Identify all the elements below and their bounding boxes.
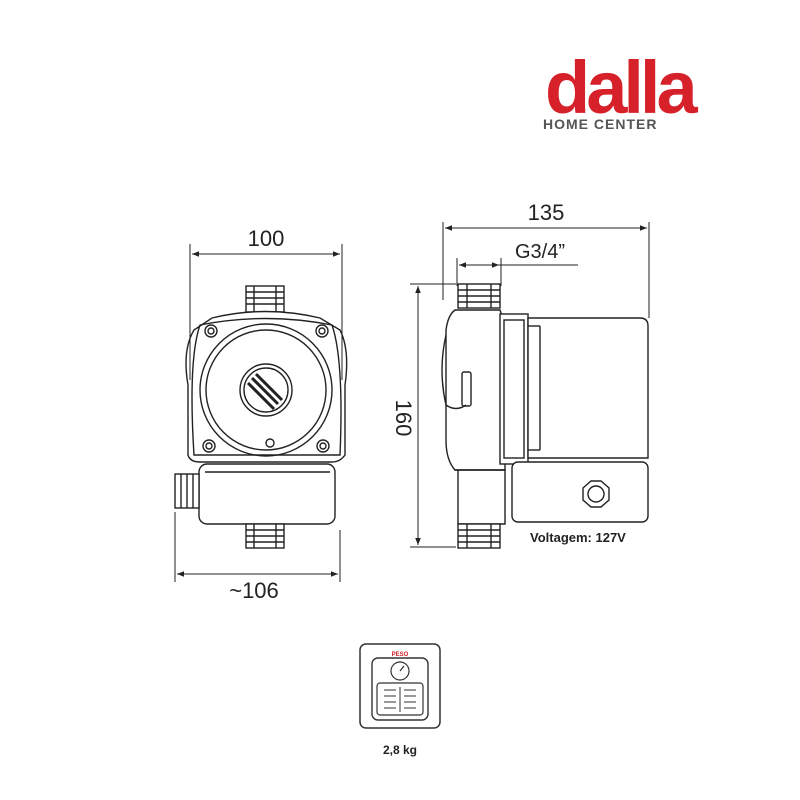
front-dimensions bbox=[174, 244, 343, 582]
side-height-label: 160 bbox=[391, 400, 416, 437]
logo-wordmark: dalla bbox=[545, 46, 698, 129]
side-dimensions bbox=[410, 222, 650, 548]
front-width-top-label: 100 bbox=[248, 226, 285, 251]
scale-icon: PESO bbox=[359, 643, 441, 729]
logo-tagline: HOME CENTER bbox=[543, 116, 657, 132]
side-depth-label: 135 bbox=[528, 200, 565, 225]
voltage-label: Voltagem: 127V bbox=[530, 530, 626, 545]
front-width-bottom-label: ~106 bbox=[229, 578, 279, 603]
dalla-logo: dalla HOME CENTER bbox=[543, 46, 702, 132]
scale-badge-text: PESO bbox=[392, 652, 409, 658]
side-thread-label: G3/4” bbox=[515, 241, 565, 263]
pump-side-view bbox=[441, 283, 649, 549]
pump-front-view bbox=[174, 285, 348, 549]
weight-label: 2,8 kg bbox=[383, 743, 417, 757]
